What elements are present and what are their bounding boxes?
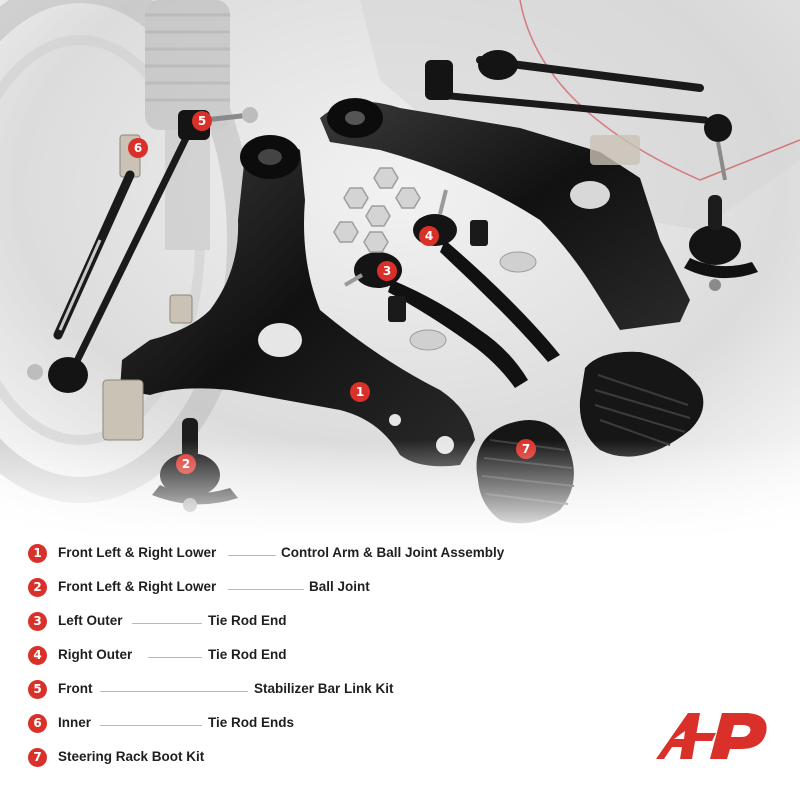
legend-item-position: Front Left & Right Lower (58, 545, 217, 560)
photo-marker-3-label: 3 (383, 264, 391, 278)
legend-item-part: Tie Rod Ends (208, 715, 295, 730)
legend-item-position: Front Left & Right Lower (58, 579, 217, 594)
control-arm-right (320, 98, 690, 331)
photo-marker-4-label: 4 (425, 229, 433, 243)
legend-number-badge: 5 (28, 680, 47, 699)
legend-item-part: Ball Joint (309, 579, 370, 594)
legend-item-part: Tie Rod End (208, 647, 287, 662)
leader-line (148, 657, 202, 658)
legend-item-3: 3 Left Outer Tie Rod End (28, 612, 568, 646)
legend-item-position: Inner (58, 715, 92, 730)
photo-marker-6: 6 (128, 138, 148, 158)
legend-item-part: Control Arm & Ball Joint Assembly (281, 545, 505, 560)
photo-marker-1: 1 (350, 382, 370, 402)
legend-number-badge: 6 (28, 714, 47, 733)
legend-item-7: 7 Steering Rack Boot Kit (28, 748, 568, 782)
leader-line (228, 589, 304, 590)
stabilizer-bar-link-2 (425, 60, 732, 181)
legend-item-position: Right Outer (58, 647, 133, 662)
photo-marker-1-label: 1 (356, 385, 364, 399)
ball-joint-right (684, 195, 758, 291)
photo-marker-6-label: 6 (134, 141, 142, 155)
legend-item-position: Front (58, 681, 93, 696)
leader-line (132, 623, 202, 624)
legend-number-badge: 2 (28, 578, 47, 597)
photo-marker-3: 3 (377, 261, 397, 281)
control-arm-left (102, 135, 475, 467)
legend-item-6: 6 Inner Tie Rod Ends (28, 714, 568, 748)
legend-item-5: 5 Front Stabilizer Bar Link Kit (28, 680, 568, 714)
legend-number-badge: 1 (28, 544, 47, 563)
photo-marker-5-label: 5 (198, 114, 206, 128)
legend-item-2: 2 Front Left & Right Lower Ball Joint (28, 578, 568, 612)
legend-item-position: Left Outer (58, 613, 123, 628)
legend-item-position: Steering Rack Boot Kit (58, 749, 205, 764)
legend-item-part: Tie Rod End (208, 613, 287, 628)
inner-tie-rod-end (53, 134, 141, 340)
inner-tie-rod-end-2 (476, 50, 704, 92)
legend-item-4: 4 Right Outer Tie Rod End (28, 646, 568, 680)
product-photo: 1 2 3 4 5 6 7 (0, 0, 800, 540)
parts-legend: 1 Front Left & Right Lower Control Arm &… (28, 544, 568, 782)
hardware-nuts-washers (333, 167, 537, 351)
legend-item-1: 1 Front Left & Right Lower Control Arm &… (28, 544, 568, 578)
legend-item-part: Stabilizer Bar Link Kit (254, 681, 394, 696)
leader-line (228, 555, 276, 556)
photo-marker-4: 4 (419, 226, 439, 246)
leader-line (100, 725, 202, 726)
a-premium-logo-icon (656, 713, 767, 759)
legend-number-badge: 3 (28, 612, 47, 631)
legend-number-badge: 7 (28, 748, 47, 767)
photo-marker-5: 5 (192, 111, 212, 131)
leader-line (100, 691, 248, 692)
legend-number-badge: 4 (28, 646, 47, 665)
